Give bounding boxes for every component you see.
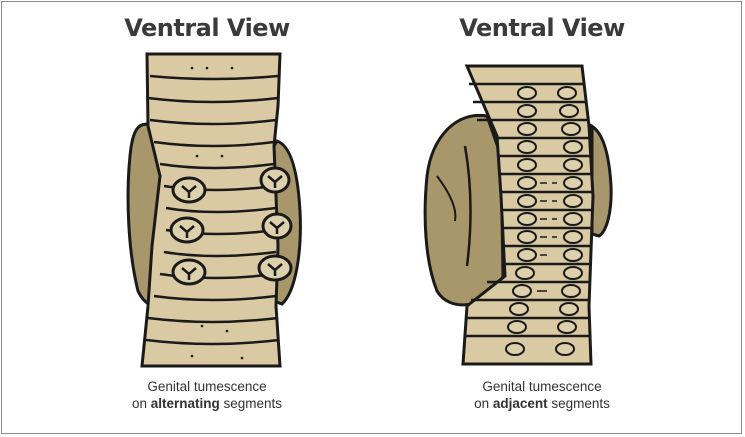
pore-dashes <box>537 182 557 292</box>
caption-suffix: segments <box>219 396 283 411</box>
caption-emphasis: adjacent <box>492 396 548 411</box>
segment-lines <box>465 82 592 338</box>
caption-line-1: Genital tumescence <box>482 379 602 394</box>
pore-marks <box>179 175 285 280</box>
caption: Genital tumescence on alternating segmen… <box>42 378 372 412</box>
genital-pores-alternating <box>169 166 293 286</box>
worm-illustration-adjacent <box>423 64 613 366</box>
genital-pores-adjacent <box>505 86 583 356</box>
caption-suffix: segments <box>547 396 610 411</box>
panel-title: Ventral View <box>459 14 625 42</box>
caption-prefix: on <box>474 396 493 411</box>
caption-emphasis: alternating <box>150 396 220 411</box>
caption-prefix: on <box>131 396 151 411</box>
panel-alternating: Ventral View <box>42 2 372 435</box>
caption: Genital tumescence on adjacent segments <box>377 378 707 412</box>
caption-line-2: on adjacent segments <box>377 395 707 412</box>
setae-dots <box>190 66 244 360</box>
tumescence-left <box>423 113 505 307</box>
segment-lines <box>145 74 280 346</box>
caption-line-1: Genital tumescence <box>147 379 267 394</box>
panel-title: Ventral View <box>124 14 290 42</box>
worm-illustration-alternating <box>126 52 302 368</box>
caption-line-2: on alternating segments <box>42 395 372 412</box>
worm-body <box>140 52 282 368</box>
panel-adjacent: Ventral View <box>377 2 707 435</box>
